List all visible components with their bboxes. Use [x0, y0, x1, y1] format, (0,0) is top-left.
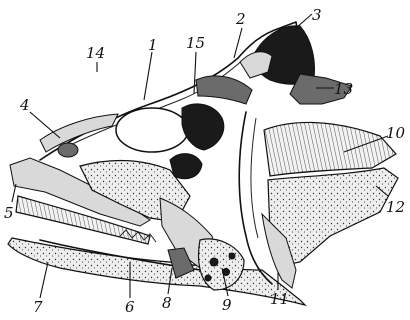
callout-12: 12 [386, 198, 405, 216]
opercle [264, 122, 396, 176]
callout-5: 5 [4, 204, 14, 222]
ceratohyal-pore [205, 275, 211, 281]
nostril [58, 143, 78, 157]
callout-10: 10 [386, 124, 406, 142]
callout-11: 11 [270, 290, 289, 308]
callout-8: 8 [162, 294, 172, 312]
ceratohyal-pore [210, 258, 218, 266]
callout-6: 6 [125, 298, 135, 316]
orbit [116, 108, 188, 152]
callout-13: 13 [334, 80, 353, 98]
callout-15: 15 [186, 34, 205, 52]
callout-3: 3 [312, 6, 322, 24]
nasal-bone [40, 114, 118, 152]
sphenotic-dark [170, 154, 202, 179]
callout-4: 4 [19, 96, 30, 114]
orbit-dark-region [182, 104, 224, 150]
callout-7: 7 [33, 298, 43, 316]
ceratohyal-pore [229, 253, 235, 259]
callout-14: 14 [86, 44, 105, 62]
callout-9: 9 [222, 296, 232, 314]
callout-2: 2 [235, 10, 246, 28]
callout-1: 1 [148, 36, 158, 54]
pterotic-region [196, 76, 252, 104]
preopercle-inner [251, 118, 258, 238]
